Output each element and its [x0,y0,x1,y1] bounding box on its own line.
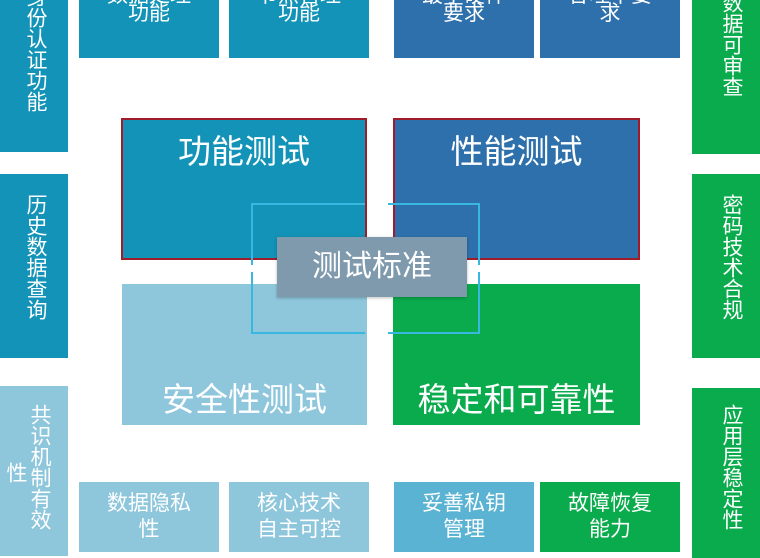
top-item-line1: 节点管理 [229,0,369,8]
top-item-line1: 最小硬件 [394,0,534,8]
bottom-item-line2: 能力 [589,517,631,541]
top-item-line1: 数据处理 [79,0,219,8]
right-item-data-audit: 数据可审查 [692,0,760,154]
top-item-throughput: 吞吐率要 求 [540,0,680,58]
bracket-top-right [388,203,480,265]
left-item-consensus: 共识机制有效 性 [0,386,68,556]
top-item-min-hardware: 最小硬件 要求 [394,0,534,58]
quadrant-performance-label: 性能测试 [450,132,583,171]
right-item-line1: 数据可审查 [720,0,744,97]
bracket-bottom-right [388,272,480,334]
top-item-line2: 功能 [278,1,320,25]
bottom-item-line1: 故障恢复 [568,491,652,515]
bottom-item-line2: 管理 [443,517,485,541]
left-item-history-query: 历史数据查询 [0,174,68,358]
quadrant-security-test: 安全性测试 [122,284,367,425]
bottom-item-fault-recovery: 故障恢复 能力 [540,482,680,552]
right-item-crypto-compliance: 密码技术合规 [692,174,760,358]
quadrant-functional-test: 功能测试 [121,118,367,260]
quadrant-functional-label: 功能测试 [178,132,310,171]
quadrant-security-label: 安全性测试 [162,380,327,419]
center-test-standard: 测试标准 [277,237,467,297]
bottom-item-line1: 核心技术 [257,491,341,515]
bottom-item-core-tech: 核心技术 自主可控 [229,482,369,552]
bottom-item-data-privacy: 数据隐私 性 [79,482,219,552]
bottom-item-line1: 数据隐私 [107,491,191,515]
bracket-bottom-left [251,272,365,334]
top-item-data-processing: 数据处理 功能 [79,0,219,58]
right-item-line1: 密码技术合规 [720,194,744,320]
top-item-line2: 求 [599,1,621,25]
left-item-line1: 身份认证功能 [24,0,48,112]
bottom-item-key-management: 妥善私钥 管理 [394,482,534,552]
top-item-line2: 要求 [443,1,485,25]
right-item-line1: 应用层稳定性 [720,404,744,530]
bottom-item-line2: 性 [138,517,160,541]
right-item-app-stability: 应用层稳定性 [692,388,760,558]
top-item-line1: 吞吐率要 [540,0,680,8]
left-item-line1: 历史数据查询 [24,194,48,320]
top-item-line2: 功能 [128,1,170,25]
bottom-item-line1: 妥善私钥 [422,491,506,515]
left-item-identity-auth: 身份认证功能 [0,0,68,152]
top-item-node-management: 节点管理 功能 [229,0,369,58]
bracket-top-left [251,203,365,265]
quadrant-performance-test: 性能测试 [393,118,640,260]
left-item-line2: 性 [4,462,28,483]
left-item-line1: 共识机制有效 [28,404,52,530]
quadrant-stability-label: 稳定和可靠性 [417,380,616,419]
bottom-item-line2: 自主可控 [257,517,341,541]
quadrant-stability-test: 稳定和可靠性 [393,284,640,425]
